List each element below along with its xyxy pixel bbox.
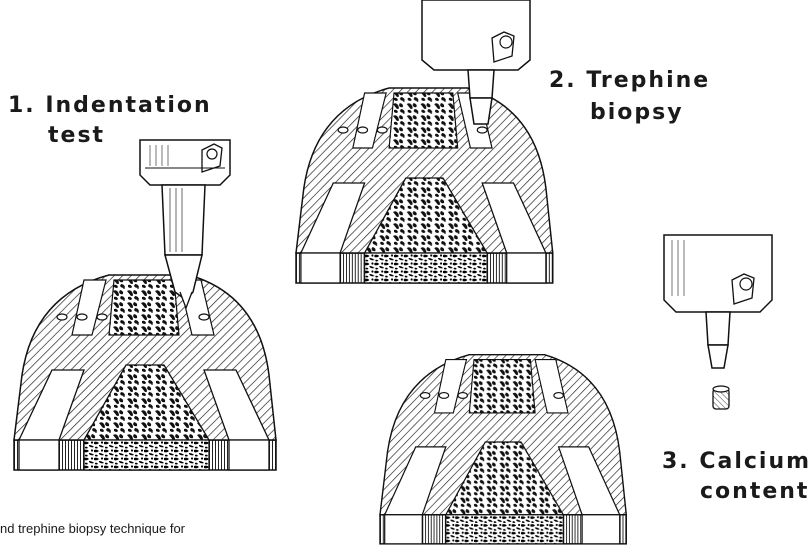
- core-sample: [713, 386, 729, 409]
- calcium-probe: [664, 235, 772, 368]
- label-calcium-line1: 3. Calcium: [662, 448, 811, 475]
- bone-block-calcium: [380, 355, 626, 544]
- label-indentation-line1: 1. Indentation: [8, 92, 212, 119]
- bone-block-indentation: [14, 275, 276, 470]
- label-trephine-line1: 2. Trephine: [549, 67, 710, 94]
- label-trephine-line2: biopsy: [590, 99, 684, 126]
- figure-caption: nd trephine biopsy technique for: [0, 521, 185, 536]
- label-indentation-line2: test: [48, 122, 105, 149]
- bone-block-trephine: [296, 88, 553, 283]
- label-calcium-line2: content: [700, 478, 809, 505]
